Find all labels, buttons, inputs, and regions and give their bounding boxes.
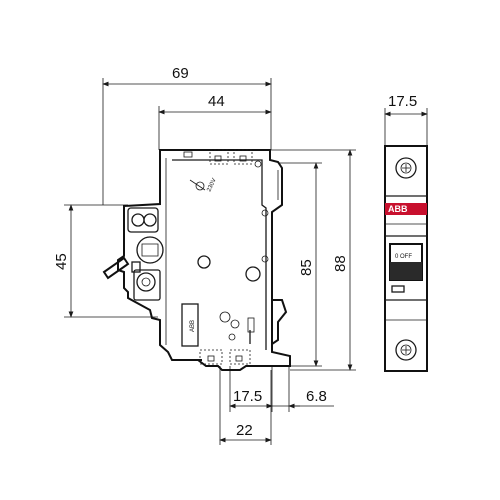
- handle-mark: 230V: [189, 178, 218, 193]
- svg-text:230V: 230V: [206, 178, 217, 193]
- switch-label: 0 OFF: [395, 254, 412, 260]
- dimension-6-8-label: 6.8: [306, 388, 327, 405]
- dimension-44-label: 44: [208, 93, 225, 110]
- mounting-hole: [245, 266, 261, 282]
- dimension-17-5-bottom-label: 17.5: [233, 388, 262, 405]
- dimension-85-label: 85: [298, 259, 315, 276]
- dimension-22-label: 22: [236, 422, 253, 439]
- dimension-bottom-depth: 22: [219, 366, 272, 445]
- dimension-88-label: 88: [332, 255, 349, 272]
- dimension-front-width: 17.5: [384, 93, 428, 145]
- front-view-outline: [384, 145, 428, 372]
- dimension-69-label: 69: [172, 65, 189, 82]
- dimension-rail: 17.5 6.8: [229, 366, 334, 412]
- dimension-17-5-top-label: 17.5: [388, 93, 417, 110]
- dimension-45-label: 45: [53, 253, 70, 270]
- brand-stripe: [385, 203, 427, 215]
- dimension-overall-depth: 69: [102, 65, 272, 205]
- side-view: 230V ABB: [102, 149, 291, 371]
- dimension-body-depth: 44: [158, 93, 272, 150]
- top-terminal-screw: [395, 157, 417, 179]
- dimension-body-height: 85: [278, 162, 322, 367]
- switch-lever: [390, 262, 422, 280]
- dimension-mount-height: 45: [53, 204, 158, 318]
- din-rail-clip: [271, 299, 288, 345]
- side-logo-frame: [181, 303, 199, 347]
- front-view: ABB 0 OFF: [384, 145, 428, 372]
- brand-logo: ABB: [388, 204, 408, 214]
- bottom-terminal-screw: [395, 339, 417, 361]
- mounting-hole: [197, 255, 211, 269]
- side-view-outline: [117, 149, 291, 371]
- dimension-overall-height: 88: [262, 149, 356, 371]
- side-logo-text: ABB: [190, 320, 196, 332]
- toggle-mechanism: [102, 207, 164, 301]
